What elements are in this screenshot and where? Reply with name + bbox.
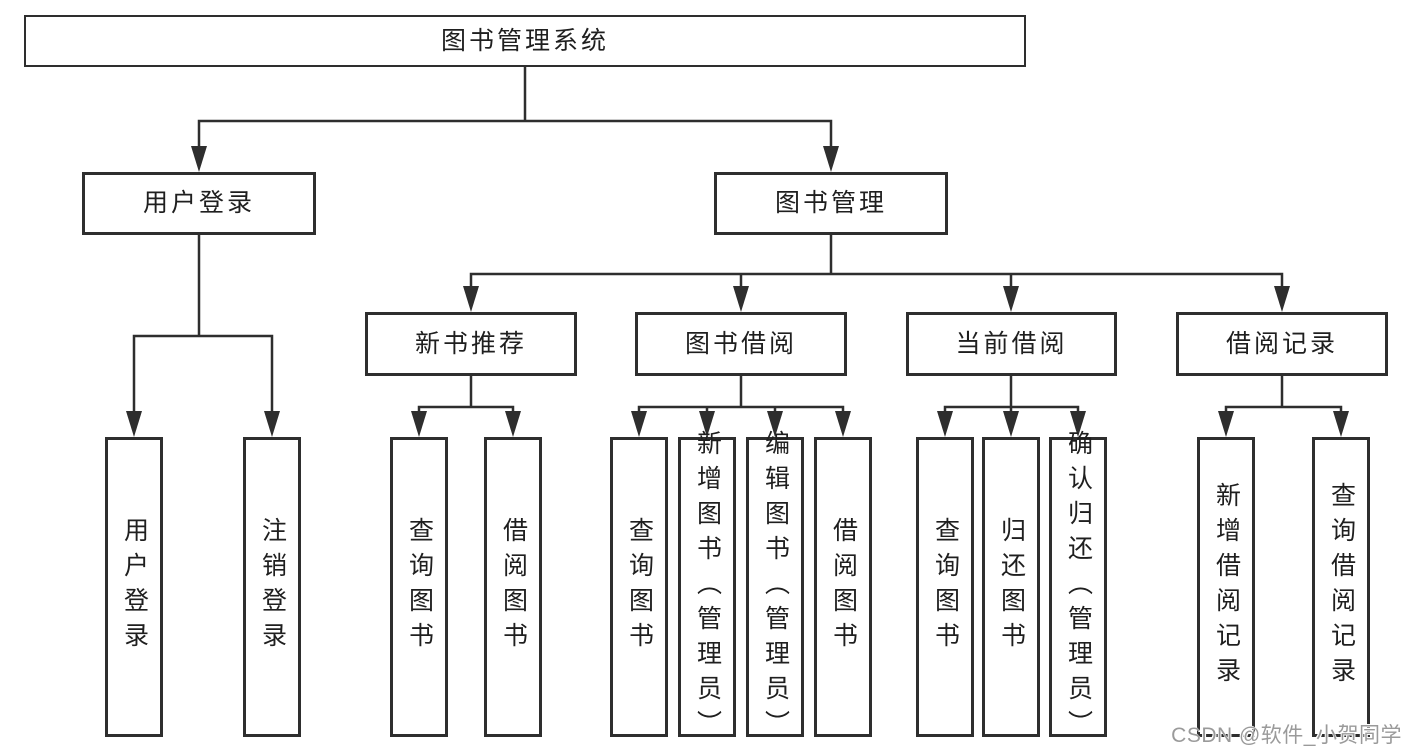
node-borrow-record-label: 借阅记录 [1225, 329, 1338, 358]
node-leaf-bb-query-book-label: 查询图书 [625, 517, 654, 657]
node-leaf-bb-add-book: 新增图书（管理员） [678, 430, 736, 745]
node-leaf-logout: 注销登录 [243, 437, 301, 737]
node-root: 图书管理系统 [24, 15, 1026, 67]
node-leaf-user-login: 用户登录 [105, 437, 163, 737]
node-leaf-br-query-record-label: 查询借阅记录 [1327, 482, 1356, 692]
node-new-book-rec: 新书推荐 [365, 312, 577, 376]
node-leaf-cb-query-book: 查询图书 [916, 437, 974, 737]
node-leaf-br-add-record: 新增借阅记录 [1197, 437, 1255, 737]
node-borrow-record: 借阅记录 [1176, 312, 1388, 376]
node-leaf-cb-return-book: 归还图书 [982, 437, 1040, 737]
node-book-borrow-label: 图书借阅 [684, 329, 797, 358]
node-current-borrow-label: 当前借阅 [955, 329, 1068, 358]
node-user-login-label: 用户登录 [142, 189, 255, 217]
node-leaf-br-query-record: 查询借阅记录 [1312, 437, 1370, 737]
node-leaf-bb-edit-book: 编辑图书（管理员） [746, 430, 804, 745]
node-book-mgmt: 图书管理 [714, 172, 948, 235]
node-leaf-nb-query-book-label: 查询图书 [405, 517, 434, 657]
node-user-login: 用户登录 [82, 172, 316, 235]
node-current-borrow: 当前借阅 [906, 312, 1117, 376]
node-leaf-bb-borrow-book-label: 借阅图书 [829, 517, 858, 657]
node-new-book-rec-label: 新书推荐 [414, 329, 527, 358]
node-leaf-cb-confirm-return: 确认归还（管理员） [1049, 430, 1107, 745]
node-leaf-nb-borrow-book-label: 借阅图书 [499, 517, 528, 657]
node-leaf-bb-add-book-label: 新增图书（管理员） [693, 429, 722, 745]
node-leaf-user-login-label: 用户登录 [120, 517, 149, 657]
node-leaf-bb-query-book: 查询图书 [610, 437, 668, 737]
node-leaf-nb-borrow-book: 借阅图书 [484, 437, 542, 737]
node-leaf-cb-confirm-return-label: 确认归还（管理员） [1064, 429, 1093, 745]
node-book-borrow: 图书借阅 [635, 312, 847, 376]
node-book-mgmt-label: 图书管理 [774, 189, 887, 217]
node-leaf-logout-label: 注销登录 [258, 517, 287, 657]
node-leaf-br-add-record-label: 新增借阅记录 [1212, 482, 1241, 692]
node-leaf-bb-borrow-book: 借阅图书 [814, 437, 872, 737]
node-leaf-cb-return-book-label: 归还图书 [997, 517, 1026, 657]
node-leaf-cb-query-book-label: 查询图书 [931, 517, 960, 657]
csdn-watermark: CSDN @软件_小贺同学 [1171, 724, 1402, 747]
node-leaf-bb-edit-book-label: 编辑图书（管理员） [761, 429, 790, 745]
node-root-label: 图书管理系统 [440, 26, 609, 55]
node-leaf-nb-query-book: 查询图书 [390, 437, 448, 737]
